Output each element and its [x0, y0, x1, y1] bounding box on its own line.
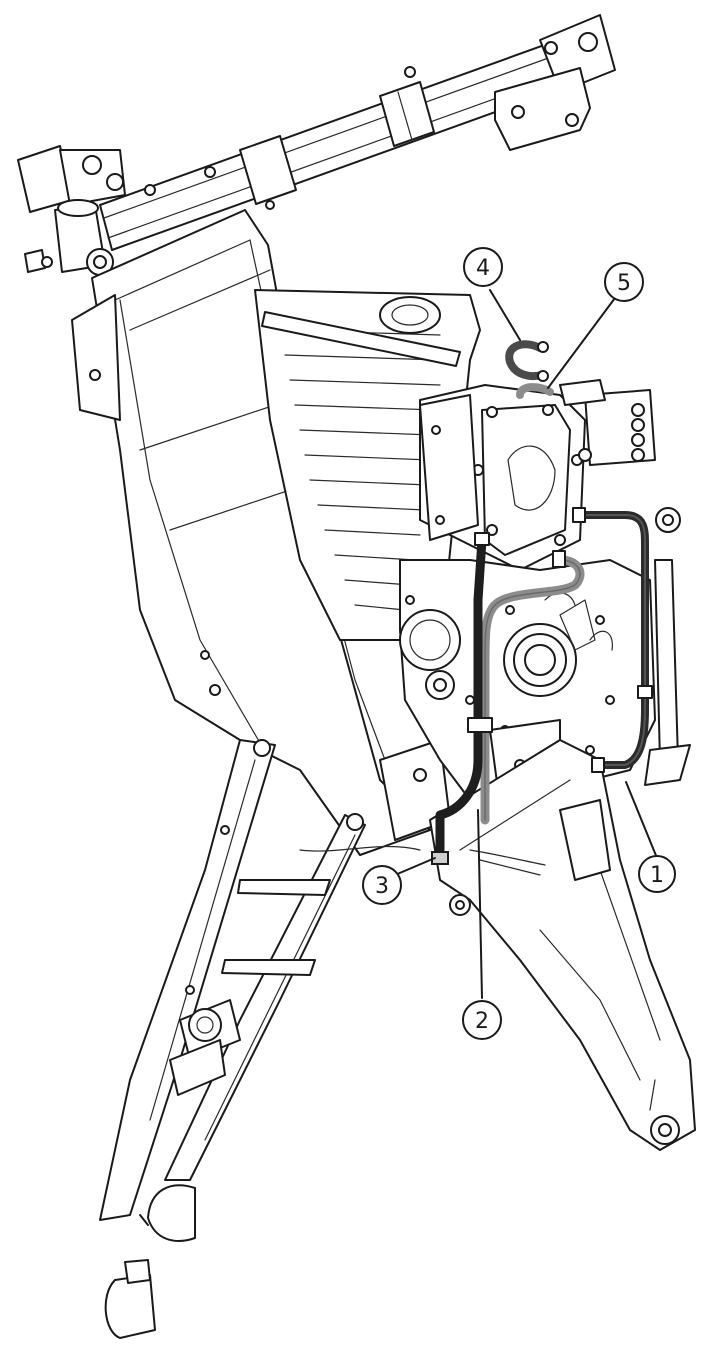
callout-label-1: 1 [650, 863, 664, 888]
callout-5: 5 [604, 262, 644, 302]
hose-4 [505, 340, 546, 381]
swingarm [429, 739, 696, 1151]
callout-label-4: 4 [476, 256, 490, 281]
callout-1: 1 [638, 855, 676, 893]
carburetor [559, 379, 656, 466]
leader-lines [394, 289, 658, 999]
main-frame [71, 209, 451, 856]
callout-label-5: 5 [617, 271, 631, 296]
rear-shock [644, 507, 691, 786]
callout-4: 4 [463, 247, 503, 287]
hose-3 [435, 535, 487, 855]
engine-cylinder [254, 289, 481, 641]
callout-label-2: 2 [475, 1009, 489, 1034]
callout-2: 2 [462, 1000, 502, 1040]
steering-head-assembly [17, 14, 616, 276]
rear-subframe [99, 739, 366, 1339]
callout-3: 3 [362, 865, 402, 905]
callout-label-3: 3 [375, 874, 389, 899]
hoses [431, 340, 653, 865]
cylinder-head [419, 384, 586, 571]
hose-5 [516, 383, 554, 399]
crankcase [399, 559, 656, 806]
